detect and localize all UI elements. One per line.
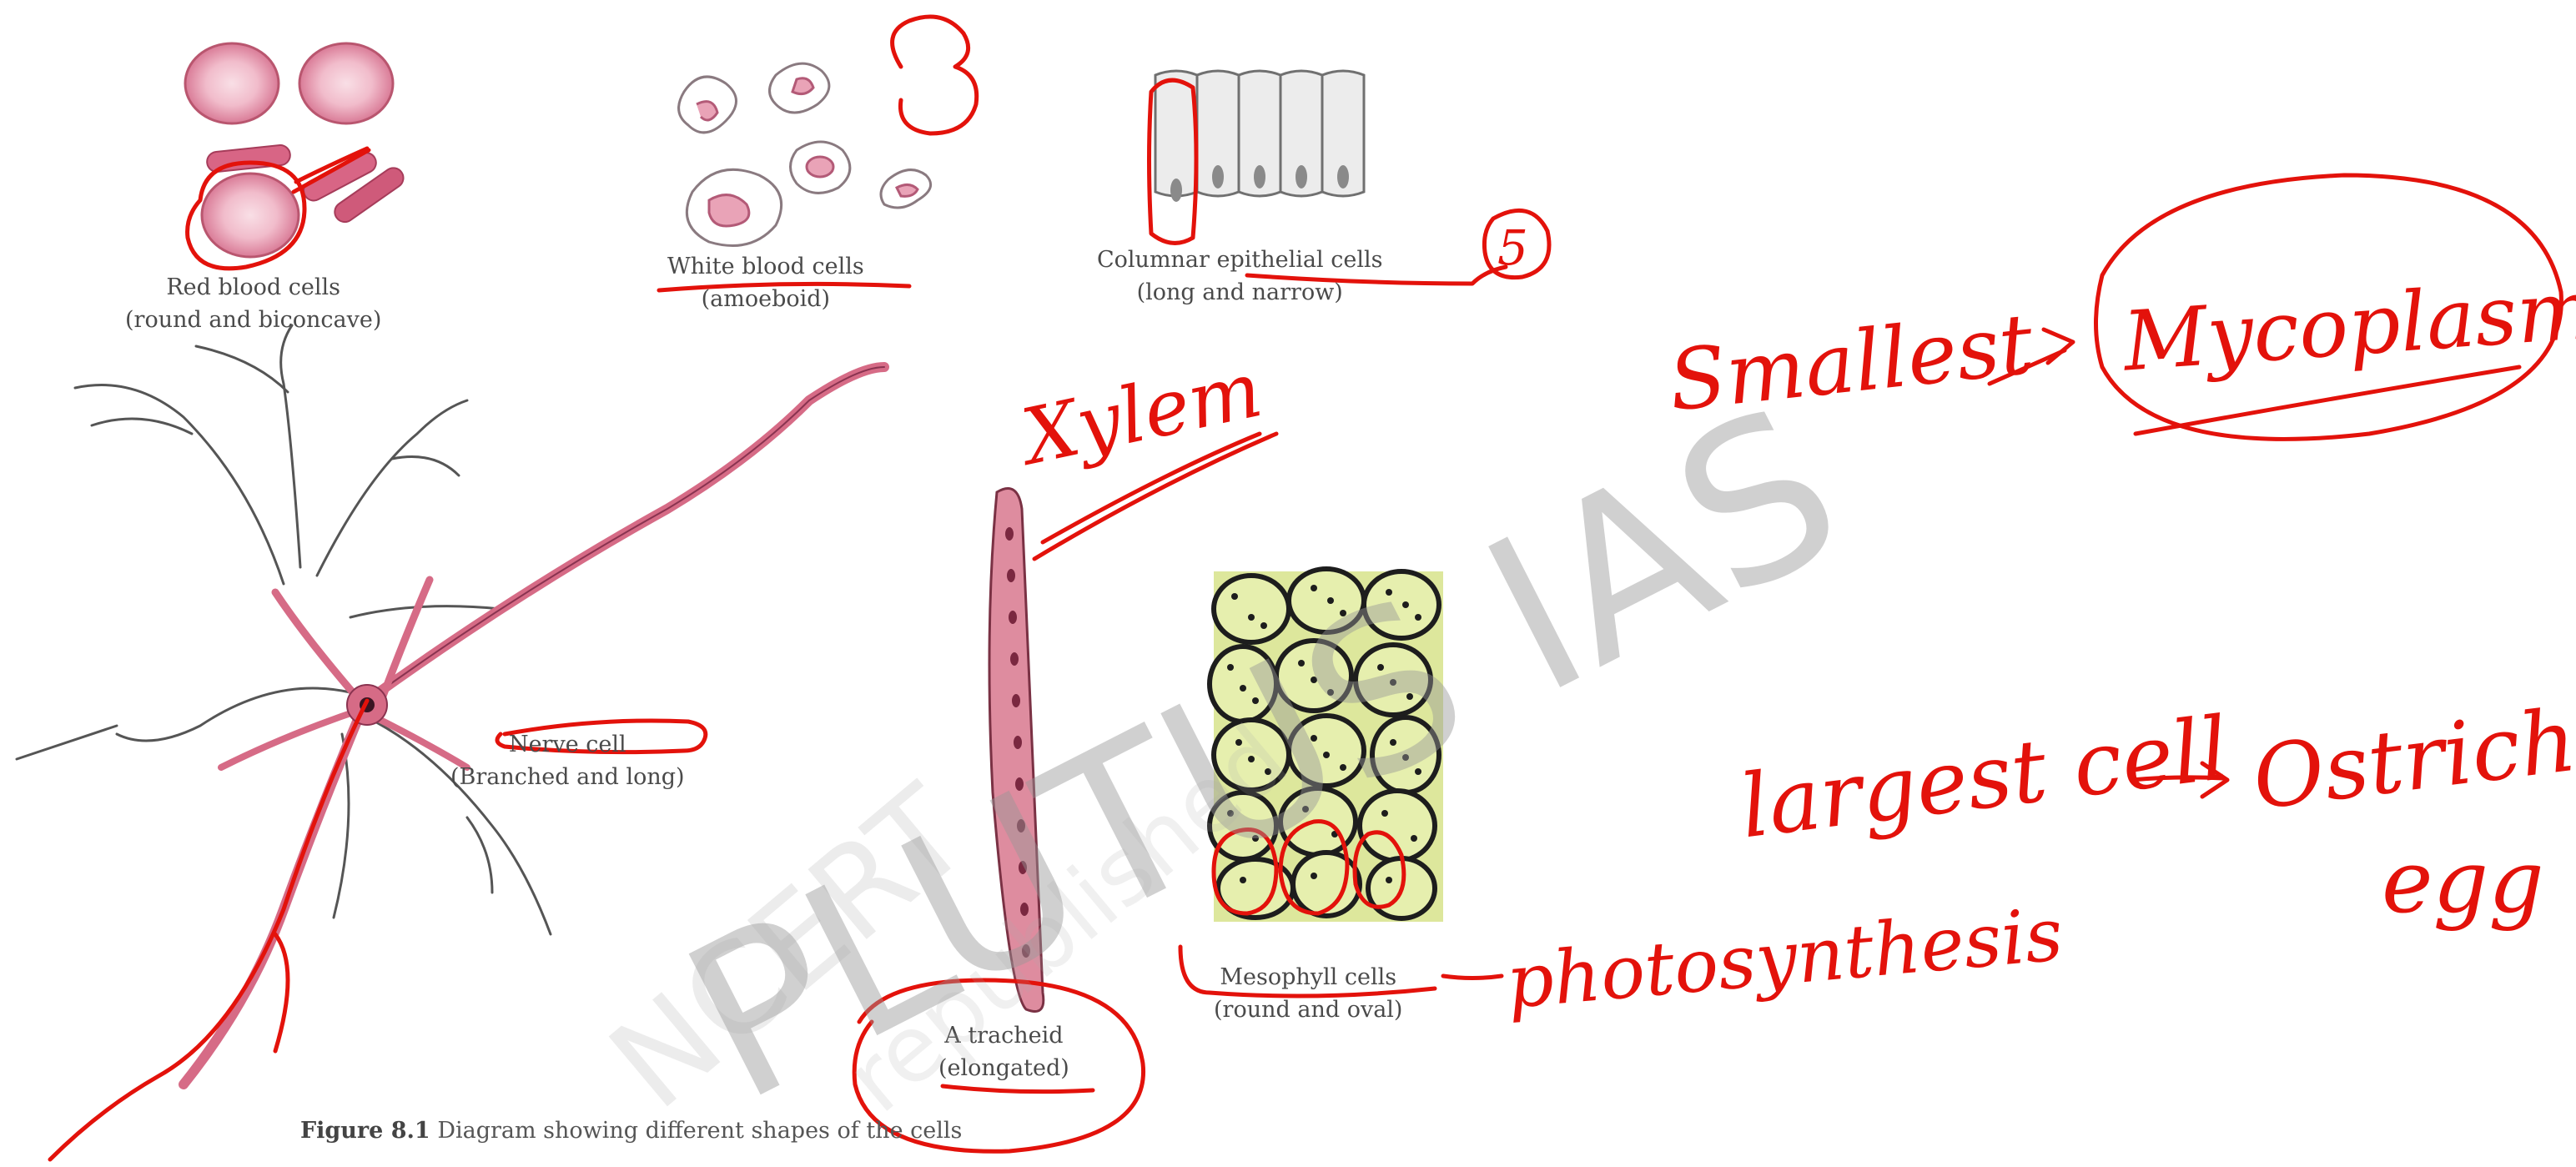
wbc-desc: (amoeboid) [667,283,864,315]
nerve-name: Nerve cell [450,728,685,761]
mesophyll-cells-figure [1210,569,1443,922]
wbc-label: White blood cells (amoeboid) [667,250,864,315]
tracheid-name: A tracheid [938,1019,1069,1052]
epithelial-desc: (long and narrow) [1097,276,1382,309]
nerve-trace [50,701,367,1159]
rbc-desc: (round and biconcave) [125,304,381,336]
rbc-label: Red blood cells (round and biconcave) [125,271,381,336]
mesophyll-label: Mesophyll cells (round and oval) [1214,961,1402,1026]
tracheid-figure [989,489,1044,1012]
wbc-name: White blood cells [667,250,864,283]
annotation-egg: egg [2382,838,2544,925]
mesophyll-desc: (round and oval) [1214,993,1402,1026]
tracheid-label: A tracheid (elongated) [938,1019,1069,1084]
figure-caption: Figure 8.1 Diagram showing different sha… [300,1118,962,1144]
columnar-epithelial-cells-figure [1155,71,1364,202]
rbc-name: Red blood cells [125,271,381,304]
mesophyll-name: Mesophyll cells [1214,961,1402,993]
nerve-cell-figure [17,325,884,1084]
figure-caption-text: Diagram showing different shapes of the … [437,1118,962,1144]
epithelial-name: Columnar epithelial cells [1097,244,1382,276]
nerve-label: Nerve cell (Branched and long) [450,728,685,793]
epithelial-label: Columnar epithelial cells (long and narr… [1097,244,1382,309]
figure-number: Figure 8.1 [300,1118,430,1144]
nerve-desc: (Branched and long) [450,761,685,793]
white-blood-cells-figure [679,63,931,245]
scribble-mark [893,17,977,133]
red-blood-cells-figure [185,43,407,257]
annotation-five: 5 [1497,224,1528,272]
tracheid-desc: (elongated) [938,1052,1069,1084]
